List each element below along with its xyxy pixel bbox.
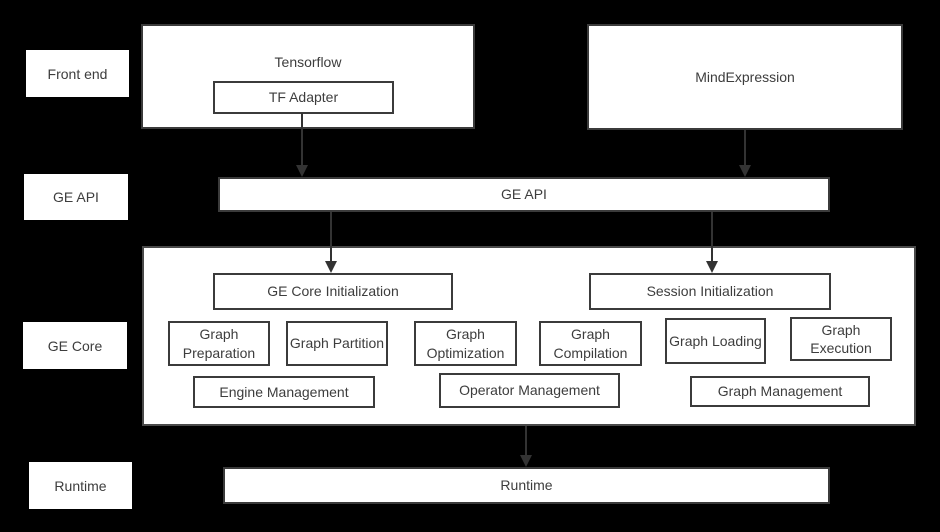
- graph-compilation-box: Graph Compilation: [539, 321, 642, 366]
- graph-compilation-label: Graph Compilation: [553, 326, 628, 361]
- lane-label-ge-api-text: GE API: [53, 189, 99, 205]
- arrow-ge-api-to-ge-core-init-stem: [330, 212, 332, 262]
- lane-label-runtime-text: Runtime: [54, 477, 107, 494]
- engine-management-box: Engine Management: [193, 376, 375, 408]
- arrow-down-icon: [520, 455, 532, 467]
- ge-core-initialization-box: GE Core Initialization: [213, 273, 453, 310]
- mindexpression-box: MindExpression: [587, 24, 903, 130]
- graph-management-label: Graph Management: [717, 383, 843, 400]
- operator-management-label: Operator Management: [459, 382, 600, 399]
- runtime-bar: Runtime: [223, 467, 830, 504]
- ge-core-initialization-label: GE Core Initialization: [267, 283, 399, 300]
- graph-execution-box: Graph Execution: [790, 317, 892, 361]
- lane-label-front-end-text: Front end: [47, 65, 108, 82]
- graph-preparation-label: Graph Preparation: [182, 326, 256, 361]
- tf-adapter-label: TF Adapter: [268, 89, 339, 106]
- lane-label-front-end: Front end: [26, 50, 129, 97]
- graph-optimization-box: Graph Optimization: [414, 321, 517, 366]
- tensorflow-title: Tensorflow: [274, 54, 342, 70]
- tensorflow-box: Tensorflow TF Adapter: [141, 24, 475, 129]
- graph-optimization-label: Graph Optimization: [426, 326, 505, 361]
- arrow-ge-core-to-runtime-stem: [525, 426, 527, 456]
- lane-label-ge-core: GE Core: [23, 322, 127, 369]
- graph-loading-label: Graph Loading: [669, 332, 762, 349]
- graph-execution-label: Graph Execution: [810, 321, 872, 356]
- graph-partition-box: Graph Partition: [286, 321, 388, 366]
- arrow-ge-api-to-session-init-stem: [711, 212, 713, 262]
- arrow-down-icon: [296, 165, 308, 177]
- engine-management-label: Engine Management: [219, 383, 349, 400]
- arrow-down-icon: [706, 261, 718, 273]
- graph-partition-label: Graph Partition: [289, 335, 385, 352]
- ge-api-bar: GE API: [218, 177, 830, 212]
- arrow-down-icon: [325, 261, 337, 273]
- ge-api-bar-label: GE API: [501, 186, 547, 203]
- arrow-tf-adapter-to-ge-api-stem: [301, 113, 303, 166]
- session-initialization-label: Session Initialization: [646, 283, 774, 300]
- graph-management-box: Graph Management: [690, 376, 870, 407]
- graph-loading-box: Graph Loading: [665, 318, 766, 364]
- lane-label-ge-core-text: GE Core: [47, 337, 103, 354]
- operator-management-box: Operator Management: [439, 373, 620, 408]
- runtime-bar-label: Runtime: [500, 477, 553, 494]
- session-initialization-box: Session Initialization: [589, 273, 831, 310]
- arrow-mindexpression-to-ge-api-stem: [744, 130, 746, 166]
- graph-preparation-box: Graph Preparation: [168, 321, 270, 366]
- ge-core-container: GE Core Initialization Session Initializ…: [142, 246, 916, 426]
- tf-adapter-box: TF Adapter: [213, 81, 394, 114]
- mindexpression-title: MindExpression: [695, 68, 795, 85]
- lane-label-runtime: Runtime: [29, 462, 132, 509]
- lane-label-ge-api: GE API: [24, 174, 128, 220]
- arrow-down-icon: [739, 165, 751, 177]
